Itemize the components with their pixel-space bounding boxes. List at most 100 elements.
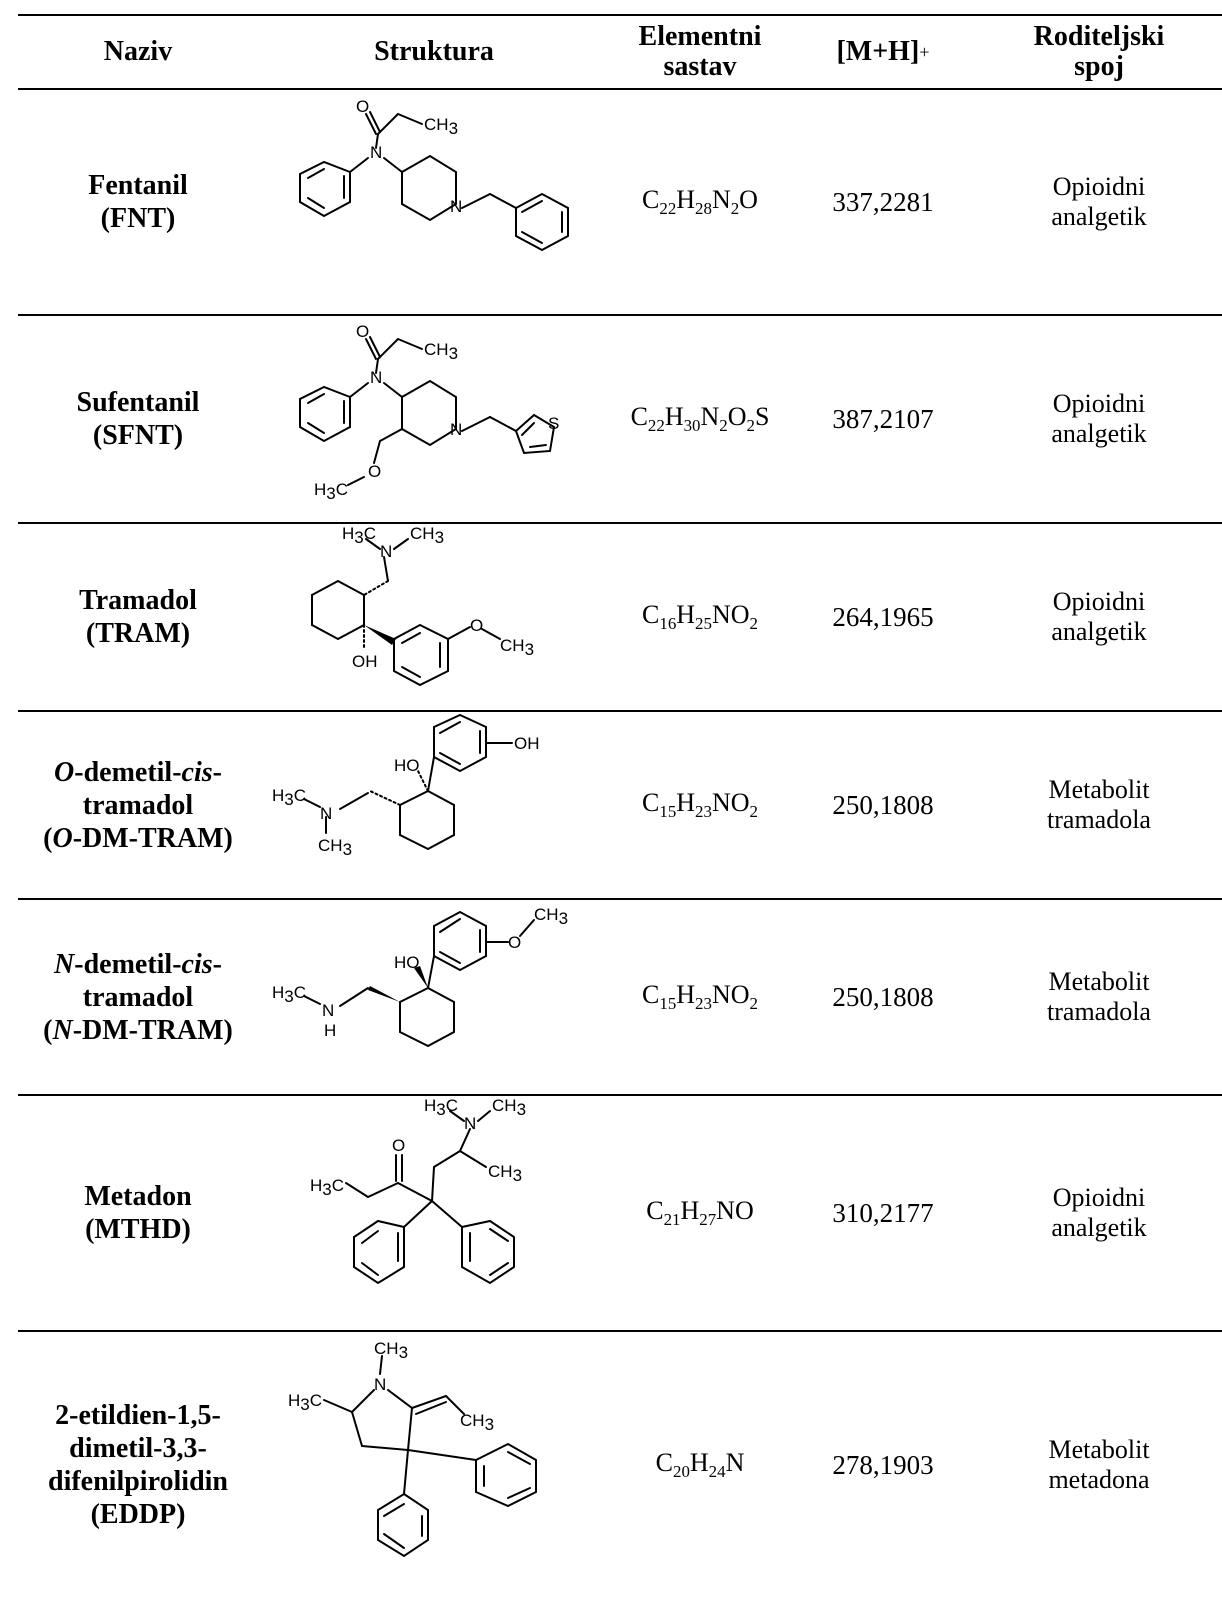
parent-line: Opioidni bbox=[1052, 1183, 1146, 1212]
sufentanil-structure: O N N S O CH3 H3C bbox=[299, 322, 559, 503]
compound-name-line: N-demetil-cis- bbox=[54, 948, 222, 980]
methyl-label: CH3 bbox=[424, 340, 458, 363]
parent-line: Opioidni bbox=[1052, 389, 1146, 418]
formula: C15H23NO2 bbox=[642, 980, 758, 1014]
compound-name-abbrev: (FNT) bbox=[100, 203, 176, 234]
formula-element: H bbox=[676, 787, 696, 817]
compound-name-abbrev: (TRAM) bbox=[85, 618, 191, 649]
parent-cell: Opioidni analgetik bbox=[976, 90, 1222, 314]
formula-element: C bbox=[655, 1447, 673, 1477]
compound-name-line: tramadol bbox=[82, 789, 194, 821]
methyl-label: H3C bbox=[272, 983, 306, 1006]
formula: C22H28N2O bbox=[642, 185, 758, 219]
methyl-label: H3C bbox=[342, 524, 376, 547]
compound-name-line: dimetil-3,3- bbox=[69, 1433, 207, 1464]
formula-element: N bbox=[711, 599, 731, 629]
formula-count: 23 bbox=[695, 994, 712, 1014]
atom-n: N bbox=[450, 420, 462, 439]
parent-line: Metabolit bbox=[1048, 1435, 1150, 1464]
parent-line: analgetik bbox=[1051, 1213, 1147, 1242]
parent-cell: Metabolit tramadola bbox=[976, 900, 1222, 1094]
atom-o: O bbox=[470, 616, 483, 635]
formula-element: C bbox=[642, 979, 660, 1009]
structure-cell: CH3 N H3C CH3 bbox=[258, 1332, 610, 1598]
methyl-label: CH3 bbox=[318, 836, 352, 859]
compound-name: O-demetil-cis- tramadol (O-DM-TRAM) bbox=[18, 712, 258, 898]
compound-name: Fentanil (FNT) bbox=[18, 90, 258, 314]
compound-name-line: Tramadol bbox=[79, 585, 197, 616]
formula-count: 23 bbox=[695, 802, 712, 822]
formula-element: N bbox=[711, 184, 731, 214]
formula-cell: C15H23NO2 bbox=[610, 712, 790, 898]
table-row: 2-etildien-1,5- dimetil-3,3- difenilpiro… bbox=[18, 1332, 1222, 1598]
compound-name: Sufentanil (SFNT) bbox=[18, 316, 258, 522]
mass-value: 387,2107 bbox=[832, 403, 934, 434]
mass-value: 264,1965 bbox=[832, 601, 934, 632]
formula-element: H bbox=[680, 1195, 700, 1225]
parent-line: Metabolit bbox=[1048, 967, 1150, 996]
compound-name-line: Sufentanil bbox=[76, 387, 200, 418]
formula: C16H25NO2 bbox=[642, 600, 758, 634]
structure-cell: H3C N CH3 OH O CH3 bbox=[258, 524, 610, 710]
atom-o: O bbox=[508, 933, 521, 952]
parent-line: analgetik bbox=[1051, 419, 1147, 448]
methyl-label: CH3 bbox=[410, 524, 444, 547]
header-parent: Roditeljski spoj bbox=[976, 16, 1222, 88]
atom-n: N bbox=[370, 143, 382, 162]
formula-element: N bbox=[716, 1195, 735, 1225]
structure-cell: O N N S O CH3 H3C bbox=[258, 316, 610, 522]
parent-line: analgetik bbox=[1051, 617, 1147, 646]
compound-name-line: O-demetil-cis- bbox=[54, 756, 222, 788]
formula-count: 24 bbox=[708, 1462, 726, 1482]
header-composition-line2: sastav bbox=[663, 51, 737, 82]
formula-count: 30 bbox=[683, 416, 701, 436]
formula-element: O bbox=[730, 979, 750, 1009]
compound-name-line: Metadon bbox=[84, 1181, 192, 1212]
methyl-label: H3C bbox=[272, 786, 306, 809]
compound-name-abbrev: (MTHD) bbox=[85, 1214, 191, 1245]
compound-name-line: Fentanil bbox=[88, 170, 188, 201]
formula-count: 28 bbox=[695, 199, 712, 219]
structure-cell: H3C N CH3 CH3 O H3C bbox=[258, 1096, 610, 1330]
methyl-label: H3C bbox=[288, 1391, 322, 1414]
compound-name-abbrev: (N-DM-TRAM) bbox=[43, 1014, 233, 1046]
formula-count: 2 bbox=[746, 416, 755, 436]
header-row: Naziv Struktura Elementni sastav [M+H]+ … bbox=[18, 16, 1222, 88]
formula-element: C bbox=[630, 401, 648, 431]
methyl-label: CH3 bbox=[374, 1339, 408, 1362]
hydroxyl-label: OH bbox=[514, 734, 540, 753]
formula-element: C bbox=[642, 599, 660, 629]
atom-o: O bbox=[392, 1136, 405, 1155]
atom-n: N bbox=[450, 197, 462, 216]
mass-value: 250,1808 bbox=[832, 981, 934, 1012]
formula-element: S bbox=[754, 401, 770, 431]
table-row: Fentanil (FNT) O N N CH3 C22H28N2O bbox=[18, 90, 1222, 314]
n-dm-tramadol-structure: CH3 O HO H3C N H bbox=[272, 905, 568, 1048]
parent-line: Opioidni bbox=[1052, 172, 1146, 201]
parent-cell: Metabolit tramadola bbox=[976, 712, 1222, 898]
parent-cell: Opioidni analgetik bbox=[976, 1096, 1222, 1330]
atom-n: N bbox=[370, 368, 382, 387]
formula: C22H30N2O2S bbox=[631, 402, 770, 436]
formula-element: H bbox=[676, 184, 696, 214]
methyl-label: H3C bbox=[310, 1176, 344, 1199]
compound-name: 2-etildien-1,5- dimetil-3,3- difenilpiro… bbox=[18, 1332, 258, 1598]
atom-o: O bbox=[368, 462, 381, 481]
compound-name-abbrev: (O-DM-TRAM) bbox=[43, 822, 233, 854]
methyl-label: CH3 bbox=[534, 905, 568, 928]
methoxy-label: H3C bbox=[314, 480, 348, 503]
tramadol-structure: H3C N CH3 OH O CH3 bbox=[311, 524, 534, 687]
mass-value: 337,2281 bbox=[832, 186, 934, 217]
formula-count: 21 bbox=[663, 1210, 681, 1230]
table-row: Tramadol (TRAM) H3C N CH3 OH O CH3 bbox=[18, 524, 1222, 710]
formula-count: 22 bbox=[647, 416, 665, 436]
compound-name-abbrev: (EDDP) bbox=[90, 1499, 186, 1530]
formula-element: C bbox=[646, 1195, 664, 1225]
formula-cell: C15H23NO2 bbox=[610, 900, 790, 1094]
atom-o: O bbox=[356, 322, 369, 341]
formula-element: N bbox=[725, 1447, 745, 1477]
structure-cell: CH3 O HO H3C N H bbox=[258, 900, 610, 1094]
compound-name-abbrev: (SFNT) bbox=[92, 420, 184, 451]
row-rule bbox=[18, 522, 1222, 524]
row-rule bbox=[18, 898, 1222, 900]
